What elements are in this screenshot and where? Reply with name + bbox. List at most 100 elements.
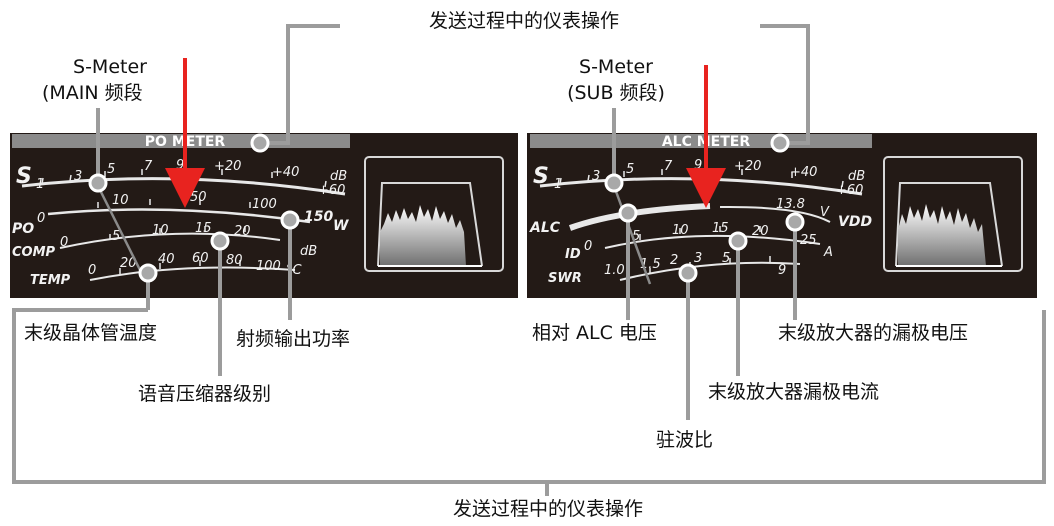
s-meter-sub-line2: (SUB 频段) (567, 82, 665, 104)
left-comp-label: COMP (12, 245, 56, 260)
dot-po-meter-title (250, 133, 270, 153)
leader-footer (12, 308, 1046, 484)
right-s-tick-9: 9 (694, 158, 702, 173)
leader-header-left (262, 24, 340, 145)
right-id-tick-15: 15 (712, 221, 729, 236)
right-id-tick-0: 0 (584, 239, 592, 254)
left-s-tick-plus60: +60 (318, 183, 345, 198)
left-s-tick-3: 3 (74, 169, 82, 184)
right-s-tick-plus60: +60 (836, 183, 863, 198)
right-s-tick-7: 7 (664, 159, 673, 174)
left-po-unit: W (333, 218, 349, 234)
right-band-scope (883, 156, 1023, 272)
right-swr-tick-2: 2 (670, 253, 678, 268)
right-s-tick-3: 3 (592, 169, 600, 184)
right-id-tick-5: 5 (632, 229, 640, 244)
left-meter-needle (96, 185, 148, 283)
left-temp-arc (89, 266, 296, 281)
dot-po (280, 210, 300, 230)
left-temp-tick-20: 20 (120, 256, 137, 271)
dot-temp (138, 263, 158, 283)
dot-alc-meter-title (770, 133, 790, 153)
callout-compressor-level: 语音压缩器级别 (138, 383, 272, 405)
left-temp-tick-0: 0 (88, 263, 96, 278)
callout-relative-alc: 相对 ALC 电压 (532, 322, 657, 344)
left-po-tick-10: 10 (112, 193, 129, 208)
left-temp-tick-60: 60 (192, 251, 209, 266)
right-s-unit: dB (848, 169, 865, 184)
left-comp-tick-5: 5 (112, 229, 120, 244)
dot-s-meter-sub (604, 173, 624, 193)
right-vdd-value: 13.8 (776, 197, 805, 212)
left-temp-tick-100: 100 (256, 259, 281, 274)
left-comp-tick-15: 15 (195, 221, 212, 236)
right-swr-tick-3: 3 (694, 251, 702, 266)
footer-label: 发送过程中的仪表操作 (452, 498, 643, 520)
callout-final-amp-drain-voltage: 末级放大器的漏极电压 (778, 322, 969, 344)
left-temp-label: TEMP (30, 273, 71, 288)
s-meter-main-line2: (MAIN 频段 (42, 82, 143, 104)
left-s-tick-7: 7 (144, 159, 153, 174)
left-po-arc (47, 208, 311, 224)
right-id-label: ID (565, 247, 581, 262)
left-po-tick-100: 100 (252, 197, 277, 212)
dot-alc (618, 203, 638, 223)
leader-lines (12, 24, 1046, 496)
right-vdd-label: VDD (838, 214, 872, 230)
right-vdd-arc (719, 205, 831, 223)
right-swr-tick-9: 9 (778, 263, 786, 278)
s-meter-main-line1: S-Meter (73, 56, 147, 78)
dot-swr (678, 263, 698, 283)
right-meter-needle (612, 185, 652, 285)
right-vdd-unit: V (820, 205, 830, 220)
left-s-tick-plus20: +20 (214, 159, 241, 174)
right-swr-tick-5: 5 (722, 251, 730, 266)
right-s-tick-plus20: +20 (734, 159, 761, 174)
right-s-tick-1: 1 (554, 177, 562, 192)
callout-swr: 驻波比 (656, 429, 714, 451)
left-comp-unit: dB (300, 244, 317, 259)
right-id-unit: A (823, 245, 833, 260)
left-po-tick-50: 50 (190, 190, 207, 205)
right-s-letter: S (533, 164, 549, 189)
s-meter-sub-line1: S-Meter (579, 56, 653, 78)
dot-s-meter-main (88, 173, 108, 193)
right-s-tick-5: 5 (626, 162, 634, 177)
leader-dots (88, 133, 805, 283)
left-s-tick-plus40: +40 (272, 165, 299, 180)
left-band-scope (364, 156, 504, 272)
callout-final-amp-drain-current: 末级放大器漏极电流 (708, 381, 880, 403)
right-id-tick-20: 20 (752, 224, 769, 239)
left-po-tick-0: 0 (37, 211, 45, 226)
left-po-tick-150: 150 (304, 209, 333, 225)
callout-final-transistor-temp: 末级晶体管温度 (24, 322, 158, 344)
right-scale-labels: S 1 3 5 7 9 +20 +40 +60 dB ALC 13.8 V VD… (529, 158, 872, 286)
left-comp-tick-20: 20 (234, 224, 251, 239)
left-comp-arc (59, 232, 281, 249)
left-tick-marks (41, 168, 327, 274)
right-swr-tick-1-0: 1.0 (604, 263, 625, 278)
left-s-tick-5: 5 (107, 162, 115, 177)
header-label: 发送过程中的仪表操作 (428, 10, 619, 32)
left-s-tick-9: 9 (176, 158, 184, 173)
dot-vdd (785, 212, 805, 232)
left-s-unit: dB (330, 169, 347, 184)
callout-rf-output-power: 射频输出功率 (236, 328, 351, 350)
left-comp-tick-10: 10 (152, 223, 169, 238)
left-s-tick-1: 1 (36, 177, 44, 192)
dot-comp (210, 231, 230, 251)
left-temp-tick-80: 80 (226, 253, 243, 268)
right-swr-label: SWR (548, 271, 582, 286)
right-id-tick-10: 10 (672, 223, 689, 238)
left-s-letter: S (16, 164, 32, 189)
left-temp-tick-40: 40 (158, 252, 175, 267)
right-id-tick-25: 25 (800, 233, 817, 248)
left-comp-tick-0: 0 (60, 235, 68, 250)
right-alc-label: ALC (529, 220, 561, 236)
right-s-tick-plus40: +40 (790, 165, 817, 180)
left-po-label: PO (12, 221, 34, 237)
leader-header-right (760, 24, 810, 145)
dot-id (728, 231, 748, 251)
right-swr-arc (619, 261, 801, 281)
